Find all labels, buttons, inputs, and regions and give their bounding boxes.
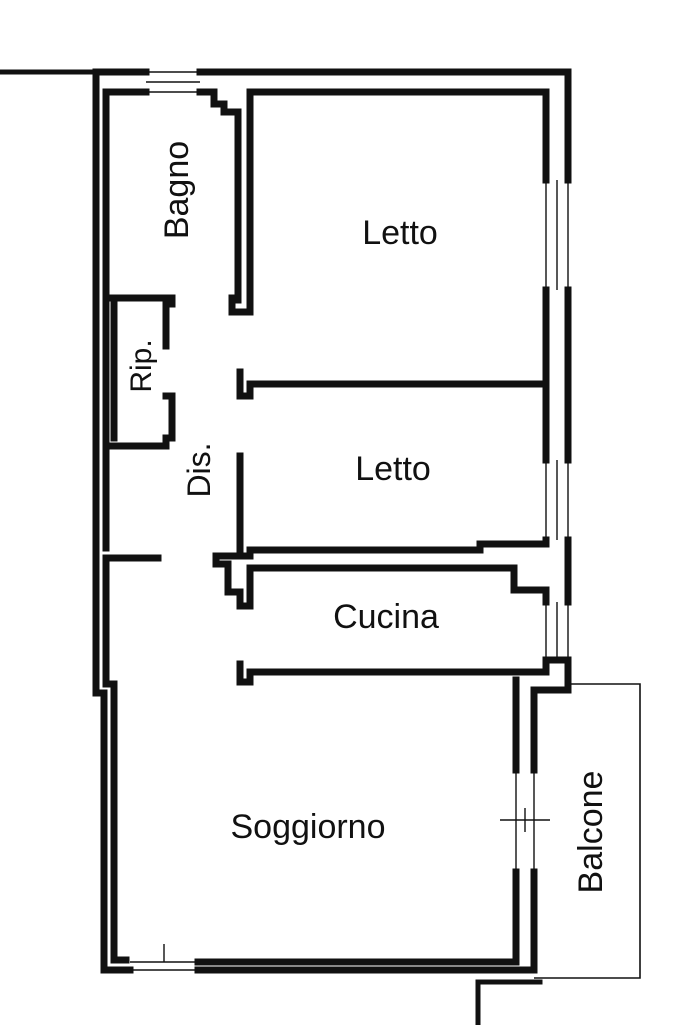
wall-left-outer xyxy=(92,68,124,974)
wall-letto1-letto2 xyxy=(236,368,550,464)
room-letto-2-walls xyxy=(212,452,550,560)
label-ripostiglio: Rip. xyxy=(125,339,158,392)
label-disimpegno: Dis. xyxy=(181,442,217,497)
room-letto-1-walls xyxy=(228,88,550,388)
rip-bottom-wall xyxy=(102,392,176,450)
outer-walls xyxy=(92,68,572,974)
room-rip-walls xyxy=(102,286,176,562)
outside-line-bottom-right xyxy=(475,979,543,1025)
balcone-outline xyxy=(534,683,641,979)
wall-top-inner-right xyxy=(196,88,242,304)
partition-top xyxy=(236,368,550,400)
letto1-left-wall xyxy=(228,88,254,316)
label-letto-2: Letto xyxy=(355,450,431,488)
label-soggiorno: Soggiorno xyxy=(230,808,385,846)
wall-left-inner-bottom xyxy=(102,558,130,964)
label-cucina: Cucina xyxy=(333,598,439,636)
cucina-bottom-wall xyxy=(236,656,550,686)
label-letto-1: Letto xyxy=(362,214,438,252)
label-bagno: Bagno xyxy=(158,141,196,239)
letto2-bottom-wall xyxy=(212,536,550,560)
wall-right-corner xyxy=(530,656,572,774)
label-balcone: Balcone xyxy=(572,771,610,894)
windows xyxy=(130,71,569,971)
cucina-left-wall xyxy=(212,552,550,610)
